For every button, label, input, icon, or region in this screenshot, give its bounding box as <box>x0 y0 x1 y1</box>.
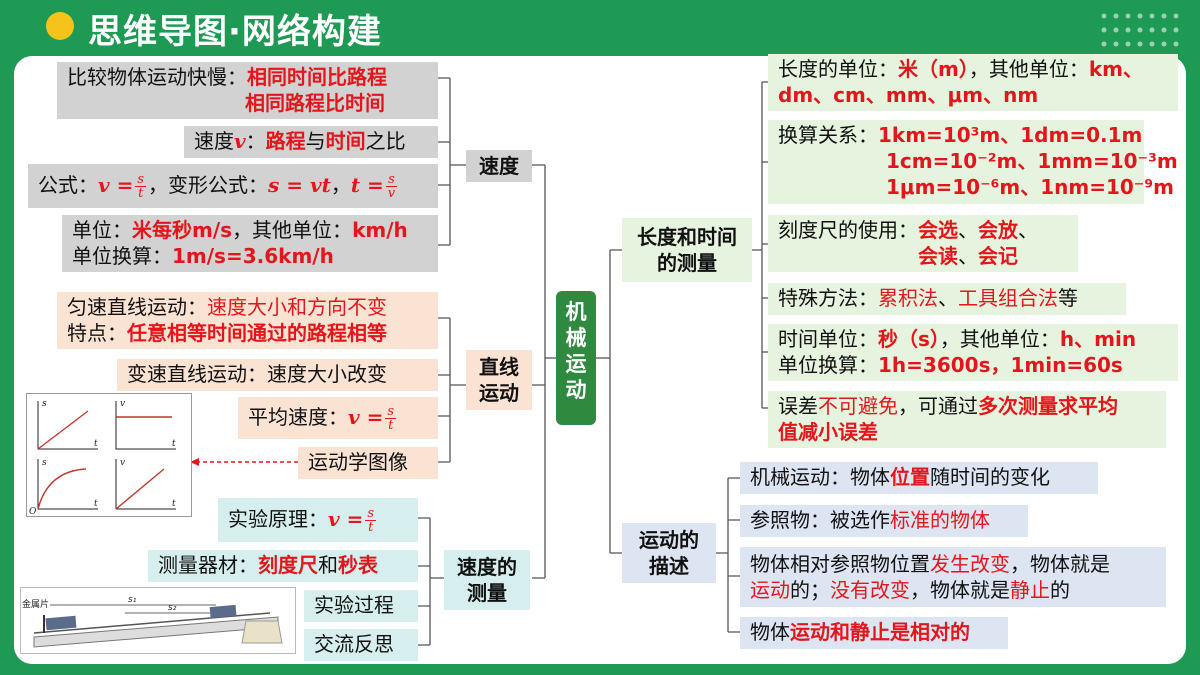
topic-speed[interactable]: 速度 <box>466 150 532 182</box>
kinematic-graphs-image: s t v t s t v t O <box>26 393 192 517</box>
experiment-process[interactable]: 实验过程 <box>304 590 418 622</box>
relativity-of-motion: 物体运动和静止是相对的 <box>740 617 1008 649</box>
speed-units: 单位：米每秒m/s，其他单位：km/h 单位换算：1m/s=3.6km/h <box>62 215 438 272</box>
length-conversion: 换算关系：1km=10³m、1dm=0.1m 1cm=10⁻²m、1mm=10⁻… <box>768 120 1178 204</box>
decorative-dots-icon <box>1101 13 1179 47</box>
topic-length-time-measurement[interactable]: 长度和时间的测量 <box>622 218 752 282</box>
header-bullet-icon <box>46 12 74 40</box>
graph-axis-t3: t <box>94 499 98 509</box>
graph-axis-v2: v <box>120 458 125 468</box>
graph-axis-t1: t <box>94 439 98 449</box>
kinematic-graphs-label[interactable]: 运动学图像 <box>298 447 438 479</box>
apparatus-s1: s₁ <box>128 595 137 605</box>
mechanical-motion-def: 机械运动：物体位置随时间的变化 <box>740 462 1098 494</box>
topic-motion-description[interactable]: 运动的描述 <box>622 523 716 583</box>
length-units: 长度的单位：米（m），其他单位：km、 dm、cm、mm、μm、nm <box>768 54 1178 111</box>
graph-axis-t4: t <box>172 499 176 509</box>
page-title: 思维导图·网络构建 <box>88 12 382 52</box>
uniform-motion: 匀速直线运动：速度大小和方向不变 特点：任意相等时间通过的路程相等 <box>57 292 438 349</box>
relative-position-rule: 物体相对参照物位置发生改变，物体就是 运动的；没有改变，物体就是静止的 <box>740 547 1166 607</box>
apparatus-s2: s₂ <box>168 603 177 613</box>
graph-axis-s2: s <box>42 458 47 468</box>
topic-speed-measurement[interactable]: 速度的测量 <box>444 550 530 610</box>
speed-compare: 比较物体运动快慢：相同时间比路程 相同路程比时间 <box>57 62 438 119</box>
variable-motion: 变速直线运动：速度大小改变 <box>117 359 438 391</box>
time-units: 时间单位：秒（s），其他单位：h、min 单位换算：1h=3600s，1min=… <box>768 324 1178 381</box>
graph-origin: O <box>29 507 37 517</box>
apparatus-metal-sheet-label: 金属片 <box>22 598 49 610</box>
center-topic[interactable]: 机械运动 <box>556 291 596 425</box>
exchange-reflection[interactable]: 交流反思 <box>304 629 418 661</box>
graph-axis-t2: t <box>172 439 176 449</box>
special-methods: 特殊方法：累积法、工具组合法等 <box>768 283 1126 315</box>
graph-axis-s1: s <box>42 399 47 409</box>
speed-definition: 速度v：路程与时间之比 <box>184 126 438 158</box>
reference-object-def: 参照物：被选作标准的物体 <box>740 505 1028 537</box>
graph-axis-v1: v <box>120 399 125 409</box>
incline-apparatus-image: 金属片 s₁ s₂ <box>20 587 296 654</box>
topic-linear-motion[interactable]: 直线运动 <box>466 350 532 410</box>
ruler-usage: 刻度尺的使用：会选、会放、 会读、会记 <box>768 215 1078 272</box>
measurement-error: 误差不可避免，可通过多次测量求平均 值减小误差 <box>768 391 1166 448</box>
measuring-tools: 测量器材：刻度尺和秒表 <box>148 550 418 582</box>
